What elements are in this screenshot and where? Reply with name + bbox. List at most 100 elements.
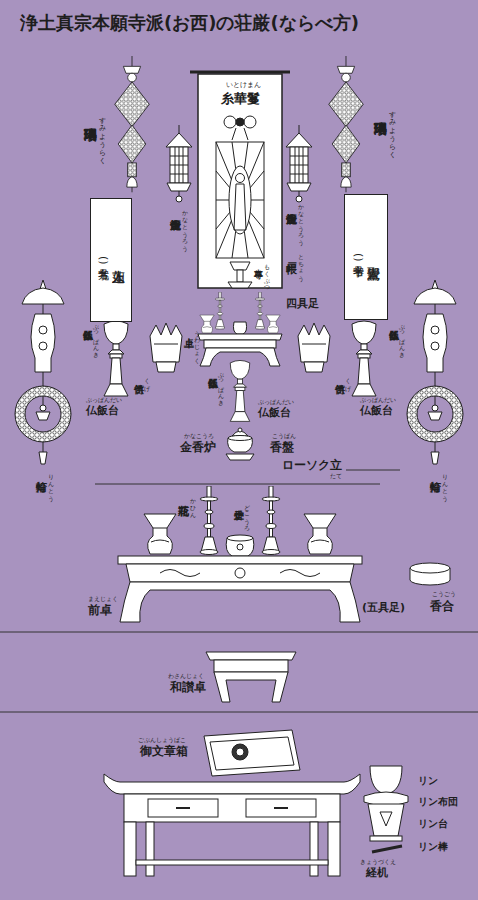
hanging-scroll bbox=[190, 71, 290, 74]
rin-bell bbox=[380, 812, 392, 826]
front-altar bbox=[280, 570, 320, 577]
divider-lines bbox=[95, 484, 380, 485]
furigana-label: りんとう bbox=[442, 470, 448, 498]
rin-bell bbox=[368, 804, 404, 836]
scroll-box: 蓮如上人(九字名号) bbox=[90, 198, 132, 322]
sutra-desk bbox=[328, 822, 340, 876]
sutra-desk bbox=[246, 799, 316, 817]
hanging-scroll bbox=[236, 118, 244, 126]
upper-altar bbox=[198, 334, 282, 340]
hanging-scroll bbox=[216, 142, 264, 258]
hanging-scroll bbox=[237, 270, 243, 282]
sutra-desk bbox=[176, 807, 190, 809]
front-altar bbox=[200, 486, 218, 555]
part-label: 糸華鬘 bbox=[221, 92, 260, 105]
furigana-label: まえじょく bbox=[88, 596, 118, 602]
hanging-scroll bbox=[224, 116, 236, 128]
upper-altar bbox=[150, 323, 182, 372]
furigana-label: ぶっぱんだい bbox=[360, 397, 396, 403]
hanging-ornaments bbox=[115, 56, 150, 192]
scroll-box: 親鸞聖人(十字名号) bbox=[344, 194, 388, 320]
sutra-desk bbox=[146, 822, 154, 876]
part-label: 仏飯台 bbox=[86, 405, 119, 416]
wasan-table bbox=[214, 672, 288, 702]
furigana-label: ごぶんしょうばこ bbox=[138, 737, 186, 743]
furigana-label: ぶっぱんき bbox=[218, 368, 224, 403]
upper-altar bbox=[266, 315, 280, 333]
front-altar bbox=[227, 535, 253, 541]
hanging-scroll bbox=[234, 184, 246, 230]
wasan-table bbox=[206, 652, 296, 660]
furigana-label: ぶっぱんき bbox=[399, 320, 405, 355]
rin-bell bbox=[370, 766, 402, 794]
sutra-desk bbox=[204, 730, 300, 776]
part-label: 仏飯台 bbox=[360, 405, 393, 416]
furigana-label: もくぶつ bbox=[264, 260, 270, 288]
divider-lines bbox=[0, 632, 478, 633]
part-label: 前卓 bbox=[88, 604, 112, 616]
front-altar bbox=[262, 486, 280, 555]
sutra-desk bbox=[104, 774, 360, 794]
furigana-label: こうごう bbox=[432, 591, 456, 597]
furigana-label: かなとうろう bbox=[182, 206, 188, 248]
sutra-desk bbox=[274, 807, 288, 809]
hanging-ornaments bbox=[166, 125, 192, 202]
part-label: 香盤 bbox=[270, 441, 294, 453]
upper-altar bbox=[215, 292, 225, 329]
furigana-label: きょうづくえ bbox=[360, 859, 396, 865]
hanging-ornaments bbox=[15, 56, 463, 464]
front-altar bbox=[304, 514, 336, 554]
sutra-desk bbox=[232, 744, 248, 760]
part-label: 金香炉 bbox=[180, 441, 216, 453]
sutra-desk bbox=[236, 748, 244, 756]
furigana-label: うわじょく bbox=[194, 326, 200, 361]
furigana-label: かなとうろう bbox=[298, 200, 304, 242]
front-altar bbox=[118, 486, 450, 622]
divider-lines bbox=[0, 470, 478, 712]
furigana-label: かなこうろ bbox=[184, 433, 214, 439]
front-altar bbox=[126, 564, 354, 582]
furigana-label: わさんじょく bbox=[168, 673, 204, 679]
incense-burner bbox=[238, 428, 242, 432]
furigana-label: ぶっぱんき bbox=[93, 320, 99, 355]
hanging-scroll bbox=[244, 128, 248, 140]
rin-bell bbox=[370, 836, 402, 841]
furigana-label: すみようらく bbox=[98, 112, 105, 160]
upper-altar bbox=[255, 292, 265, 329]
part-label: 御文章箱 bbox=[140, 745, 188, 757]
part-label: リン台 bbox=[418, 819, 448, 829]
part-label: リン布団 bbox=[418, 797, 458, 807]
furigana-label: たて bbox=[330, 473, 342, 479]
incense-burner bbox=[226, 454, 254, 460]
furigana-label: ぶっぱんだい bbox=[258, 399, 294, 405]
furigana-label: ぶっぱんだい bbox=[86, 397, 122, 403]
front-altar bbox=[410, 563, 450, 573]
hanging-scroll bbox=[198, 74, 282, 288]
sutra-desk bbox=[148, 799, 218, 817]
hanging-scroll bbox=[190, 72, 290, 288]
furigana-label: くげ bbox=[345, 374, 351, 388]
wasan-table bbox=[214, 660, 288, 672]
part-label: (五具足) bbox=[362, 602, 405, 613]
part-label: リン bbox=[418, 776, 438, 786]
hanging-ornaments bbox=[329, 56, 364, 192]
furigana-label: すみようらく bbox=[388, 106, 395, 154]
upper-altar bbox=[104, 321, 128, 396]
upper-altar bbox=[104, 292, 376, 421]
sutra-desk bbox=[210, 737, 294, 770]
furigana-label: いとけまん bbox=[226, 82, 261, 89]
upper-altar bbox=[204, 340, 276, 348]
hanging-scroll bbox=[236, 174, 245, 183]
furigana-label: どこうろ bbox=[244, 500, 250, 528]
part-label: 四具足 bbox=[286, 298, 319, 309]
furigana-label: りんとう bbox=[48, 470, 54, 498]
hanging-scroll bbox=[232, 128, 236, 140]
upper-altar bbox=[352, 321, 376, 396]
part-label: 仏飯台 bbox=[258, 407, 291, 418]
front-altar bbox=[235, 568, 245, 578]
hanging-scroll bbox=[244, 116, 256, 128]
hanging-scroll bbox=[229, 166, 251, 234]
sutra-desk bbox=[124, 822, 136, 876]
part-label: 和讃卓 bbox=[170, 681, 206, 693]
